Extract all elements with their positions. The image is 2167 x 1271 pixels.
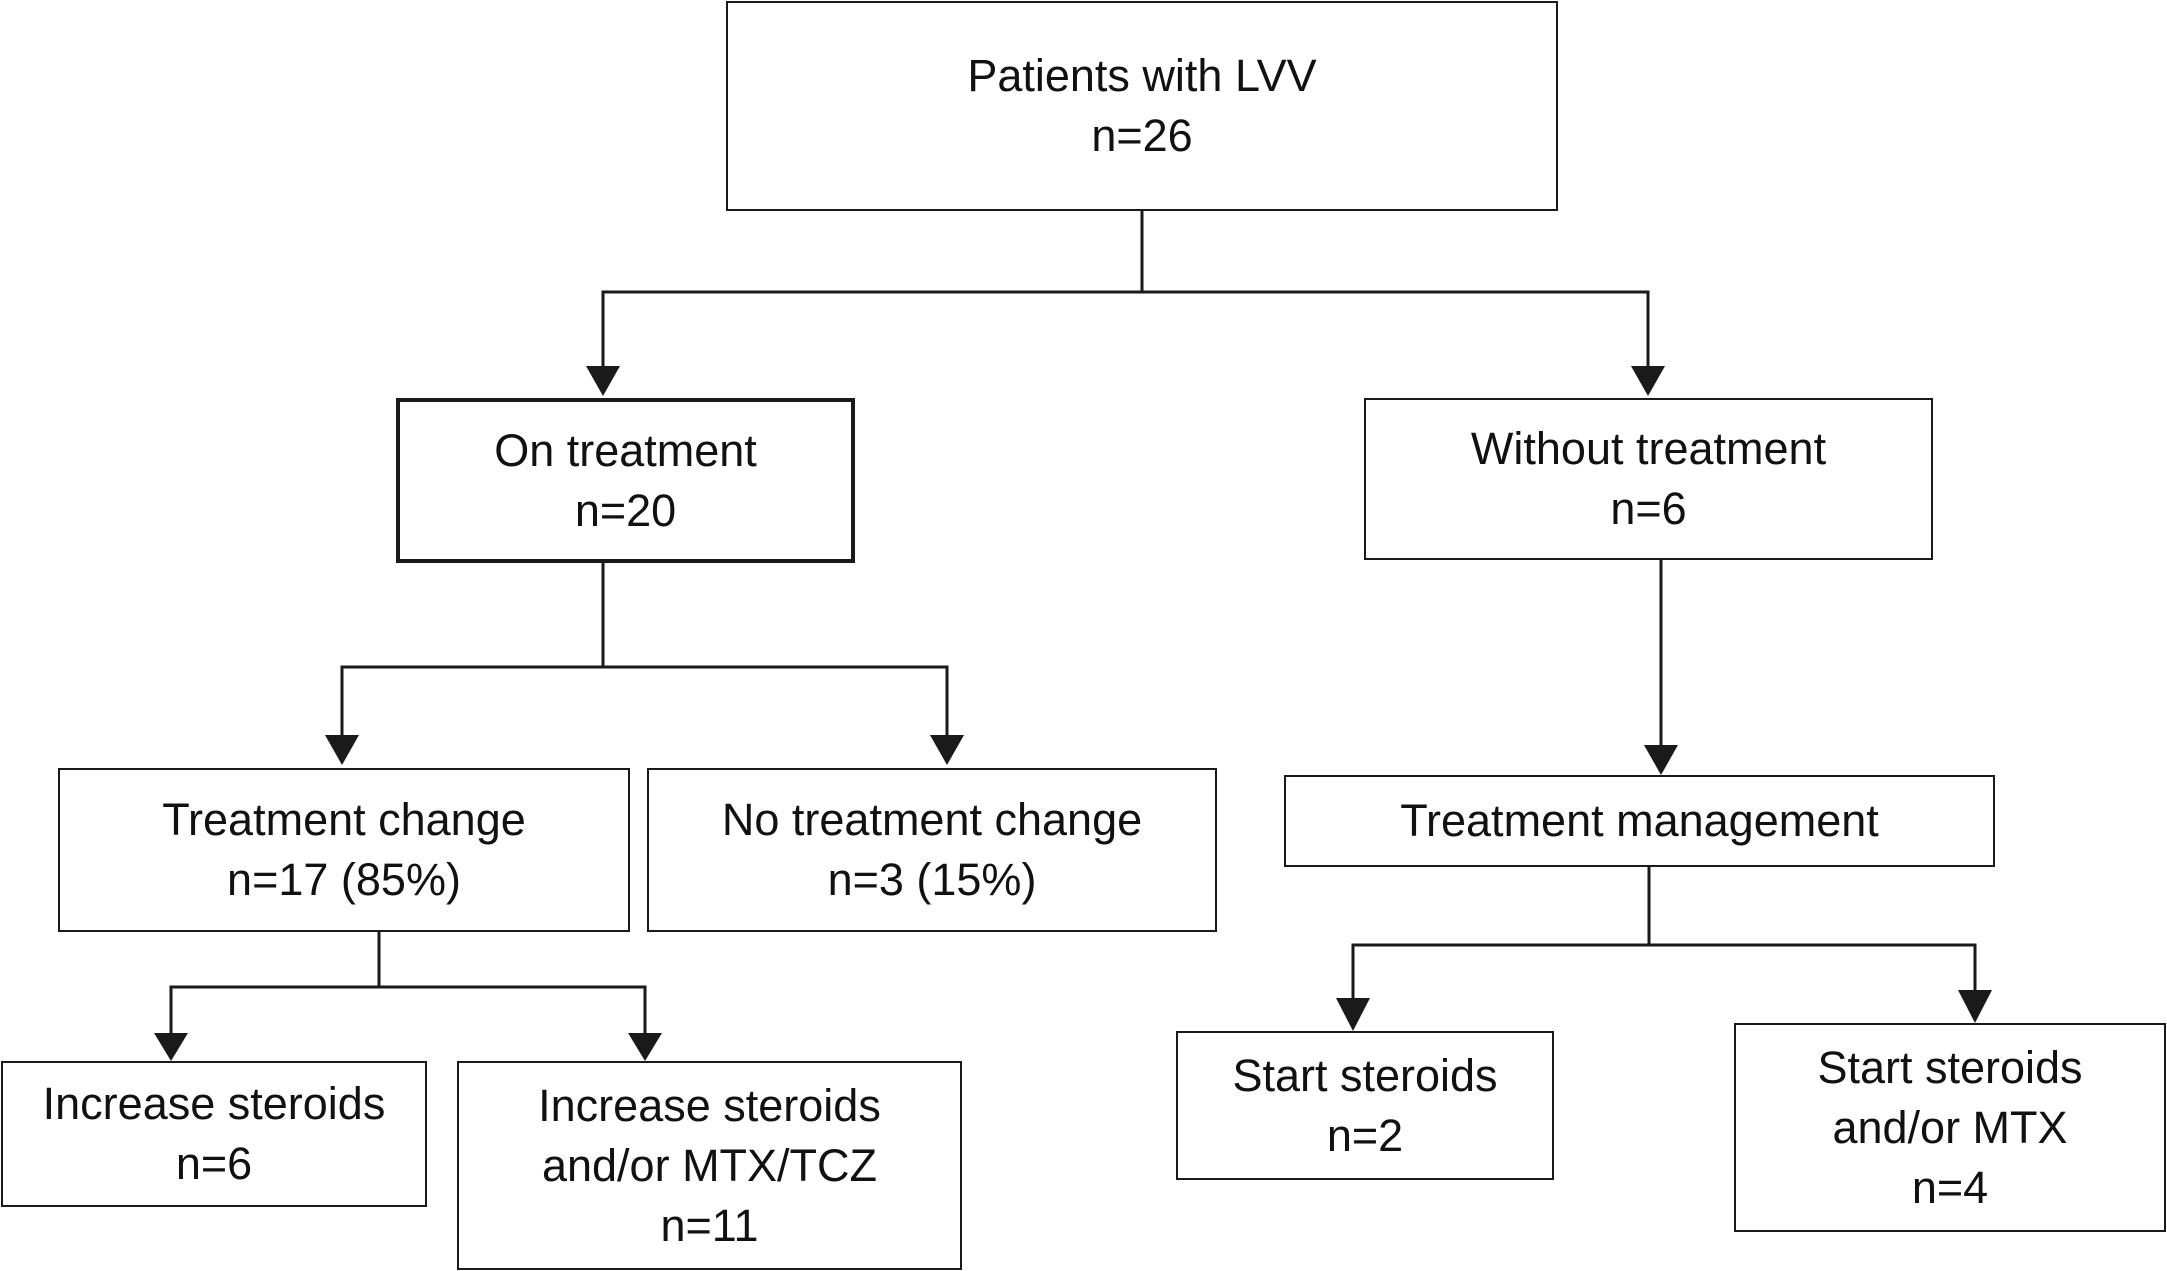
node-treatment-management: Treatment management xyxy=(1284,775,1995,867)
node-title: Start steroids xyxy=(1817,1041,2083,1093)
node-title: On treatment xyxy=(494,424,757,476)
edge-treatment-change-to-increase-steroids-mtx-tcz xyxy=(379,985,647,1035)
node-count: n=20 xyxy=(574,484,677,536)
edge-root-to-without-treatment xyxy=(1142,290,1650,368)
arrowhead-no-treatment-change xyxy=(930,735,964,765)
edge-treatment-management-to-start-steroids-mtx xyxy=(1649,943,1977,992)
edge-on-treatment-to-no-treatment-change xyxy=(603,665,949,737)
node-count: n=2 xyxy=(1326,1109,1404,1161)
node-no-treatment-change: No treatment change n=3 (15%) xyxy=(647,768,1217,932)
arrowhead-on-treatment xyxy=(586,366,620,396)
arrowhead-without-treatment xyxy=(1631,366,1665,396)
node-count: n=6 xyxy=(1610,483,1687,534)
node-count: n=3 (15%) xyxy=(827,854,1037,905)
arrowhead-increase-steroids-mtx-tcz xyxy=(628,1033,662,1061)
arrowhead-start-steroids-mtx xyxy=(1958,990,1992,1023)
edge-root-to-on-treatment xyxy=(601,211,1144,368)
node-title: Start steroids xyxy=(1232,1049,1498,1101)
node-title: No treatment change xyxy=(721,794,1143,845)
node-start-steroids: Start steroids n=2 xyxy=(1176,1031,1554,1180)
edge-treatment-change-to-increase-steroids xyxy=(169,932,381,1035)
node-patients-with-lvv: Patients with LVV n=26 xyxy=(726,1,1558,211)
arrowhead-treatment-management xyxy=(1644,745,1678,775)
node-increase-steroids-mtx-tcz: Increase steroids and/or MTX/TCZ n=11 xyxy=(457,1061,962,1270)
arrowhead-increase-steroids xyxy=(154,1033,188,1061)
node-on-treatment: On treatment n=20 xyxy=(396,398,855,563)
node-title: Without treatment xyxy=(1470,423,1827,474)
edge-treatment-management-to-start-steroids xyxy=(1351,867,1651,1000)
node-count: n=26 xyxy=(1091,110,1193,161)
node-without-treatment: Without treatment n=6 xyxy=(1364,398,1933,560)
arrowhead-treatment-change xyxy=(325,735,359,765)
node-title: Increase steroids xyxy=(538,1079,881,1131)
node-treatment-change: Treatment change n=17 (85%) xyxy=(58,768,630,932)
node-title: Increase steroids xyxy=(42,1078,386,1129)
node-title: Treatment change xyxy=(162,794,526,845)
node-count: n=4 xyxy=(1911,1161,1989,1213)
arrowhead-start-steroids xyxy=(1336,998,1370,1031)
node-title: Patients with LVV xyxy=(967,50,1317,101)
node-count: n=6 xyxy=(175,1138,253,1189)
node-count: n=17 (85%) xyxy=(227,854,461,905)
node-subtitle: and/or MTX xyxy=(1832,1101,2068,1153)
node-start-steroids-mtx: Start steroids and/or MTX n=4 xyxy=(1734,1023,2166,1232)
node-subtitle: and/or MTX/TCZ xyxy=(541,1139,878,1191)
node-increase-steroids: Increase steroids n=6 xyxy=(1,1061,427,1207)
node-title: Treatment management xyxy=(1400,795,1879,846)
node-count: n=11 xyxy=(660,1199,759,1251)
edge-on-treatment-to-treatment-change xyxy=(340,563,605,737)
